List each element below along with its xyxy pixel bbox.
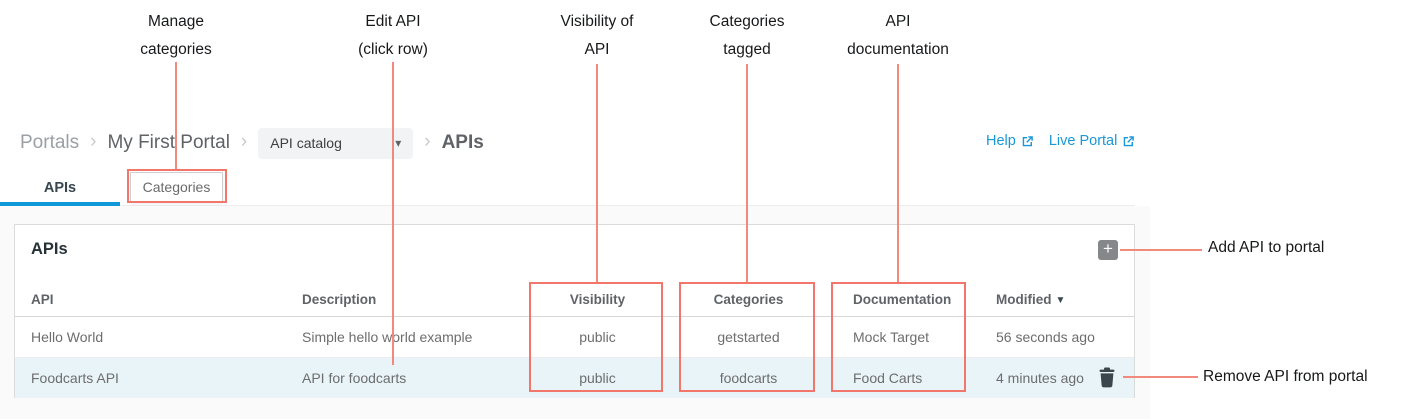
cell-description: Simple hello world example (302, 329, 473, 345)
column-header-documentation[interactable]: Documentation (853, 292, 952, 307)
annotation-line2: API (584, 41, 610, 58)
annotation-edit-api: Edit API (click row) (283, 8, 503, 64)
cell-description: API for foodcarts (302, 370, 407, 386)
delete-api-button[interactable] (1099, 367, 1117, 389)
column-header-modified-label: Modified (996, 292, 1052, 307)
annotation-line2: documentation (847, 41, 949, 58)
cell-visibility: public (579, 329, 616, 345)
chevron-down-icon: ▾ (395, 136, 402, 150)
column-header-categories[interactable]: Categories (713, 292, 784, 307)
annotation-line-documentation (897, 64, 899, 282)
cell-api: Hello World (31, 329, 104, 345)
annotation-line1: API (885, 13, 911, 30)
annotation-box-categories-column (679, 282, 815, 392)
external-link-icon (1122, 135, 1135, 148)
cell-categories: getstarted (717, 329, 780, 345)
breadcrumb-portals-link[interactable]: Portals (20, 132, 80, 153)
annotation-line-categories (746, 64, 748, 282)
trash-icon (1099, 367, 1115, 392)
cell-documentation: Food Carts (853, 370, 923, 386)
table-row-hello-world[interactable]: Hello World Simple hello world example p… (15, 317, 1134, 358)
annotation-api-documentation: API documentation (788, 8, 1008, 64)
annotation-box-categories-tab (127, 169, 227, 203)
annotation-categories-tagged: Categories tagged (637, 8, 857, 64)
live-portal-link-label: Live Portal (1048, 133, 1118, 149)
column-header-description[interactable]: Description (302, 292, 377, 307)
annotation-line-visibility (596, 64, 598, 282)
annotation-line-edit-api (392, 62, 394, 365)
annotation-visibility-of-api: Visibility of API (487, 8, 707, 64)
breadcrumb-separator-icon: › (424, 131, 431, 152)
annotation-remove-api-from-portal: Remove API from portal (1203, 368, 1368, 385)
live-portal-link[interactable]: Live Portal (1049, 133, 1136, 149)
cell-modified: 4 minutes ago (996, 370, 1084, 386)
annotation-line2: (click row) (358, 41, 428, 58)
column-header-modified[interactable]: Modified▼ (996, 283, 1065, 319)
help-link-label: Help (986, 133, 1016, 149)
tab-apis[interactable]: APIs (43, 179, 77, 196)
annotation-line1: Edit API (365, 13, 421, 30)
annotation-line2: categories (140, 41, 212, 58)
add-api-button[interactable]: + (1098, 240, 1118, 260)
column-header-visibility[interactable]: Visibility (569, 292, 626, 307)
breadcrumb-separator-icon: › (90, 131, 97, 152)
header-links: Help Live Portal (986, 133, 1135, 149)
tab-categories[interactable]: Categories (130, 172, 223, 202)
annotation-line-add-api (1120, 249, 1202, 251)
breadcrumb: Portals › My First Portal › API catalog … (20, 127, 484, 159)
annotation-add-api-to-portal: Add API to portal (1208, 239, 1325, 256)
table-header-row: API Description Visibility Categories Do… (15, 283, 1134, 317)
cell-modified: 56 seconds ago (996, 329, 1095, 345)
external-link-icon (1021, 135, 1034, 148)
annotation-line2: tagged (723, 41, 771, 58)
annotation-line1: Categories (709, 13, 785, 30)
breadcrumb-separator-icon: › (240, 131, 248, 152)
breadcrumb-current-page: APIs (441, 132, 484, 153)
column-header-api[interactable]: API (31, 292, 54, 307)
annotation-line-manage-categories (175, 62, 177, 170)
tab-apis-active-underline (0, 202, 120, 206)
cell-categories: foodcarts (719, 370, 778, 386)
annotation-manage-categories: Manage categories (66, 8, 286, 64)
tab-bar-divider (0, 205, 1135, 206)
help-link[interactable]: Help (986, 133, 1034, 149)
annotation-line-remove-api (1123, 376, 1198, 378)
panel-title: APIs (31, 240, 68, 258)
cell-documentation: Mock Target (853, 329, 929, 345)
breadcrumb-portal-name-link[interactable]: My First Portal (107, 132, 230, 153)
api-catalog-dropdown[interactable]: API catalog ▾ (258, 127, 414, 159)
annotation-line1: Manage (147, 13, 204, 30)
annotation-box-documentation-column (831, 282, 966, 392)
api-catalog-dropdown-value: API catalog (270, 135, 342, 151)
sort-desc-icon: ▼ (1055, 295, 1066, 306)
cell-api: Foodcarts API (31, 370, 119, 386)
cell-visibility: public (579, 370, 616, 386)
annotation-box-visibility-column (529, 282, 663, 392)
annotation-line1: Visibility of (560, 13, 634, 30)
